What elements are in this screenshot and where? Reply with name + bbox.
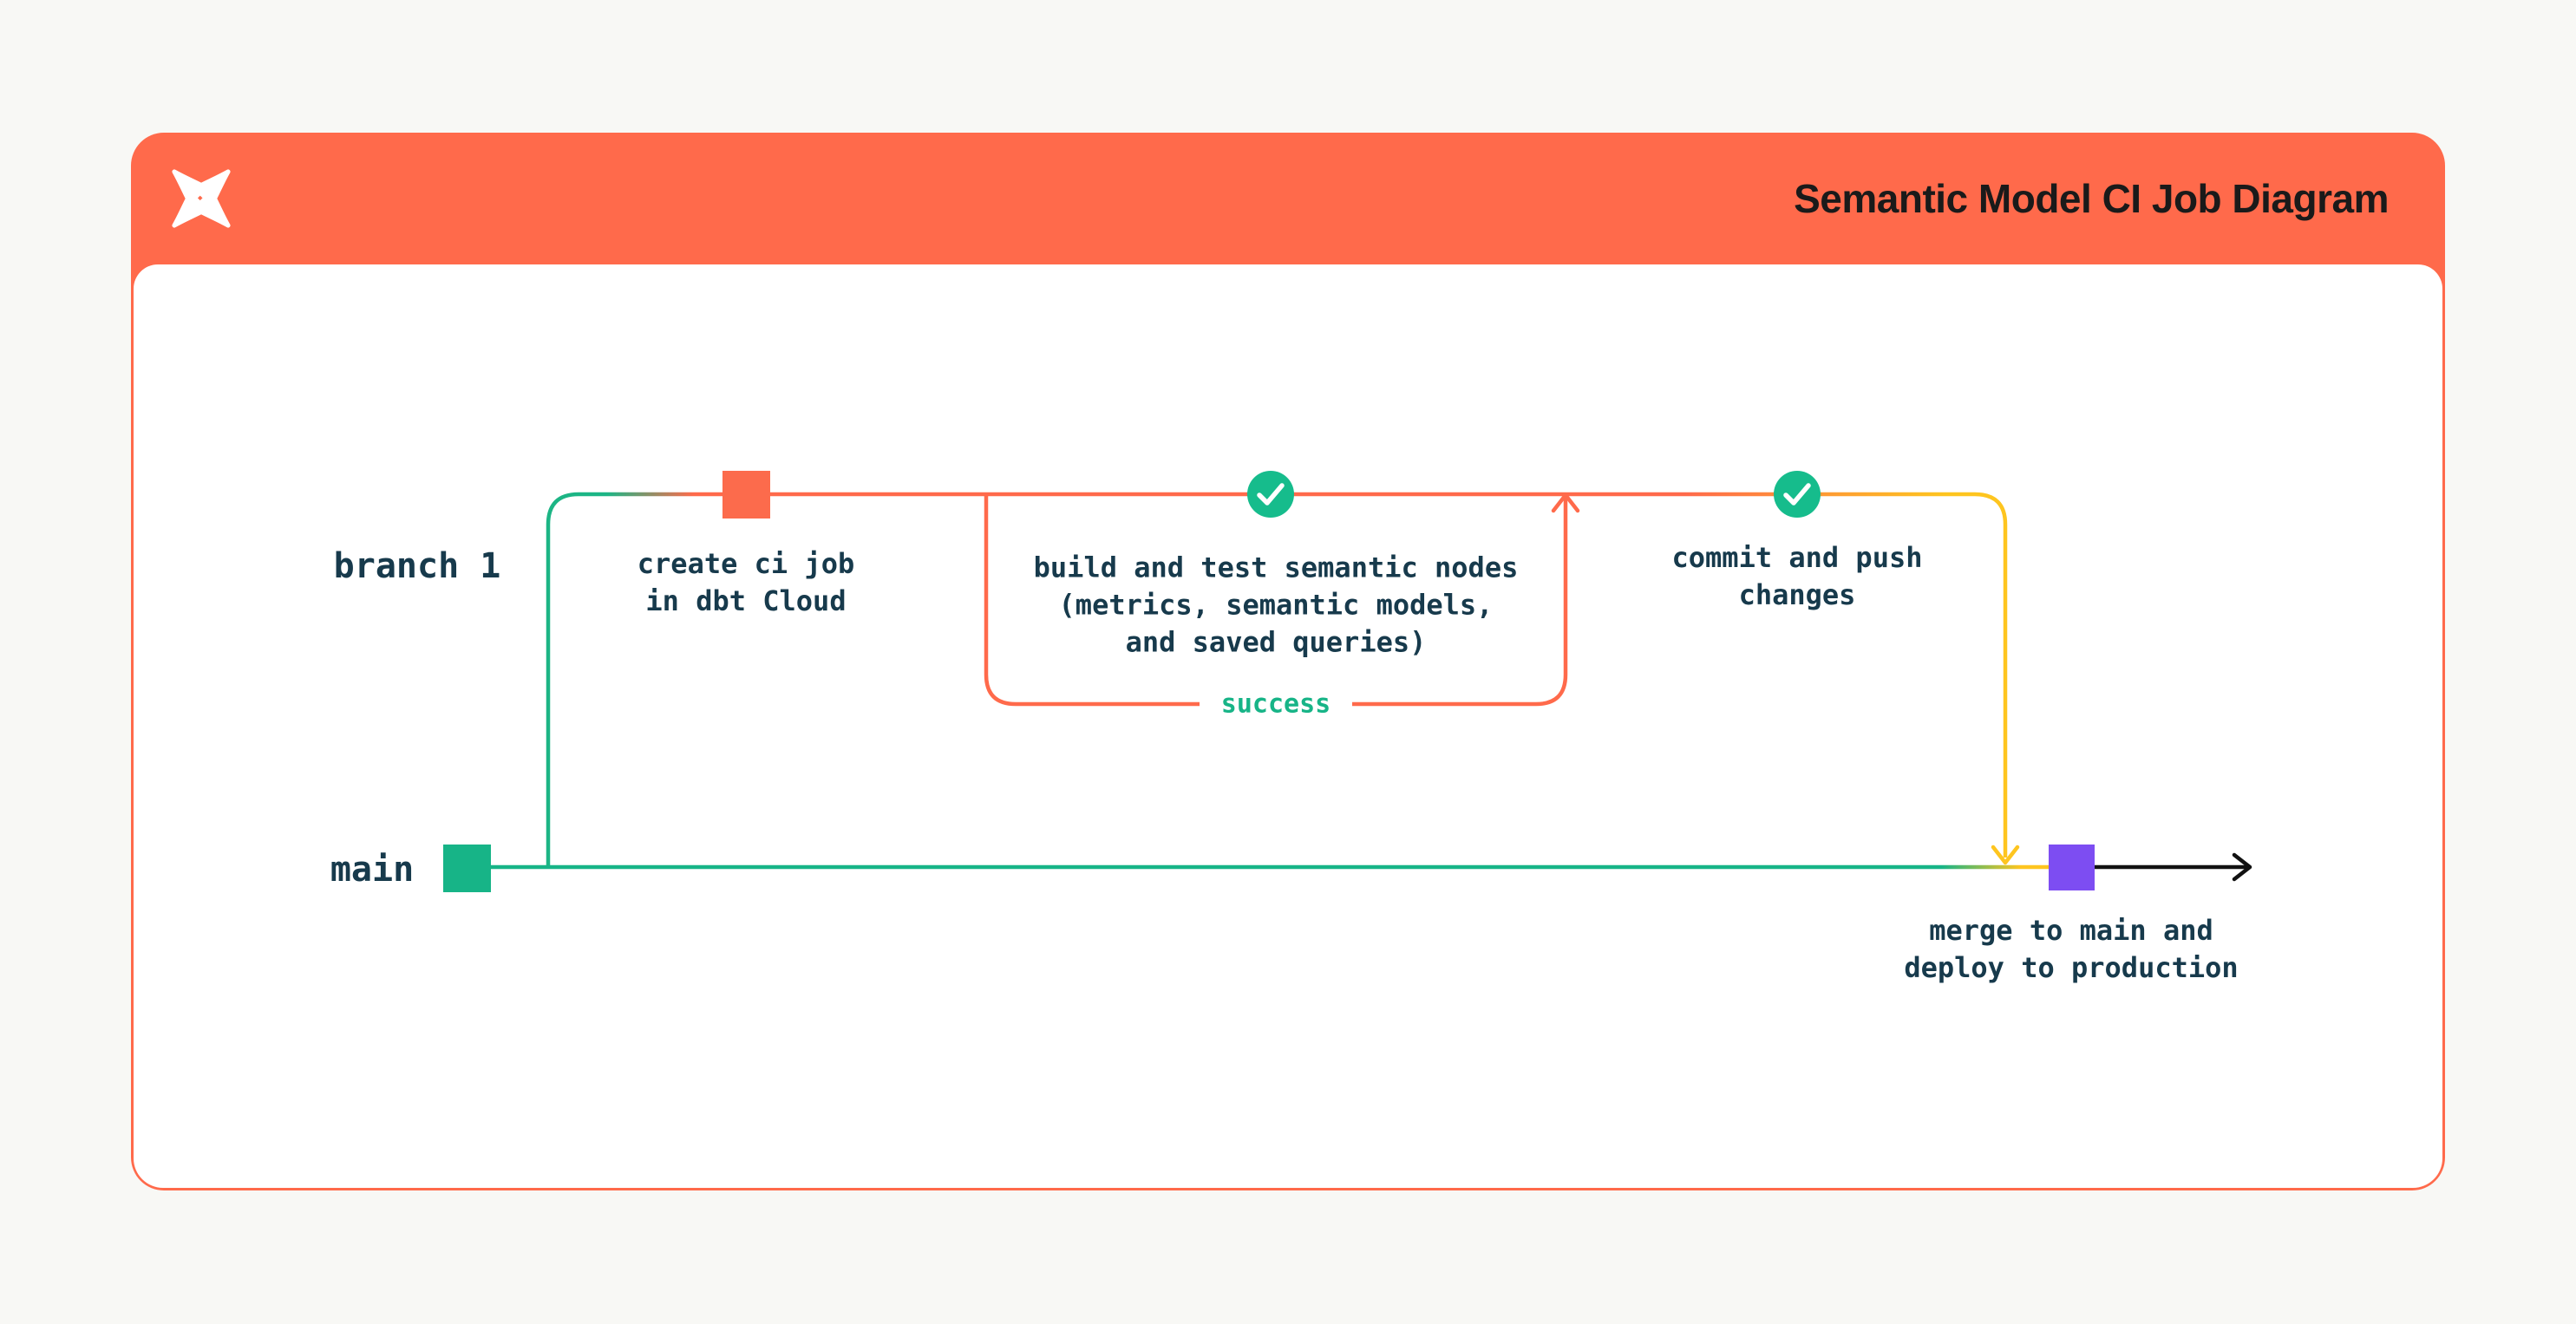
build-test-caption: build and test semantic nodes (metrics, …	[1033, 551, 1519, 659]
page-title: Semantic Model CI Job Diagram	[1794, 176, 2389, 221]
success-label: success	[1220, 688, 1331, 720]
dbt-logo-path	[172, 169, 231, 228]
card-header: Semantic Model CI Job Diagram	[134, 133, 2442, 264]
main-lane-label: main	[330, 850, 415, 890]
dbt-logo-icon	[172, 169, 231, 228]
create-ci-job-caption: create ci job in dbt Cloud	[637, 547, 855, 617]
diagram-canvas	[134, 264, 2442, 1188]
diagram-card: Semantic Model CI Job Diagram	[131, 133, 2445, 1190]
commit-push-caption: commit and push changes	[1671, 541, 1923, 611]
branch-lane-label: branch 1	[333, 546, 501, 586]
merge-deploy-caption: merge to main and deploy to production	[1904, 914, 2239, 984]
